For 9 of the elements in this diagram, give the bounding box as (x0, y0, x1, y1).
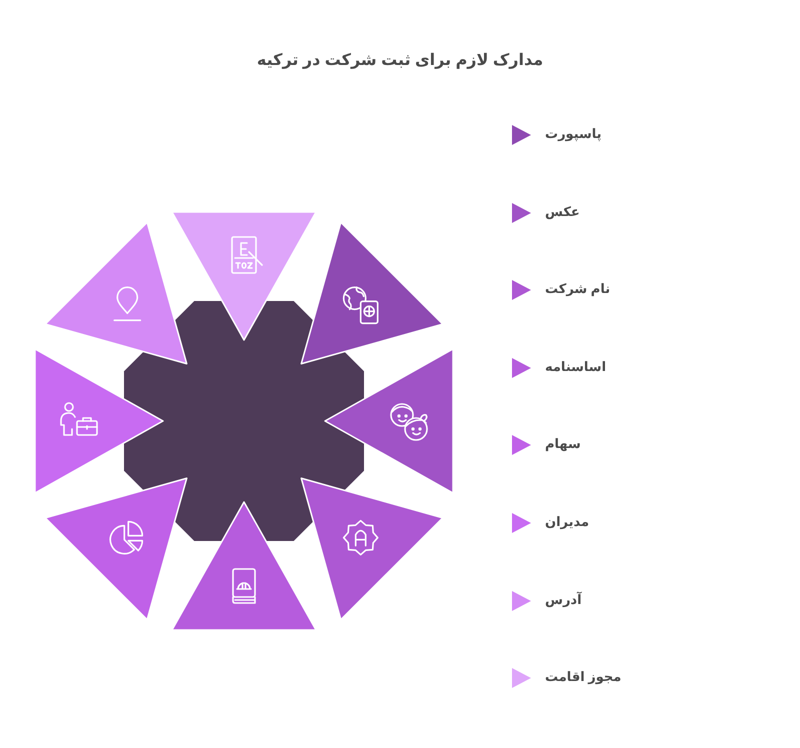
diagram-title: مدارک لازم برای ثبت شرکت در ترکیه (256, 52, 544, 69)
legend-label: پاسپورت (545, 125, 602, 144)
legend-label: سهام (545, 435, 581, 454)
legend-label: مجوز اقامت (545, 668, 622, 686)
legend-label: اساسنامه (545, 358, 606, 376)
legend-label: نام شرکت (545, 280, 610, 298)
legend-label: آدرس (545, 590, 582, 610)
legend-label: عکس (545, 202, 580, 222)
legend-label: مدیران (545, 513, 590, 532)
